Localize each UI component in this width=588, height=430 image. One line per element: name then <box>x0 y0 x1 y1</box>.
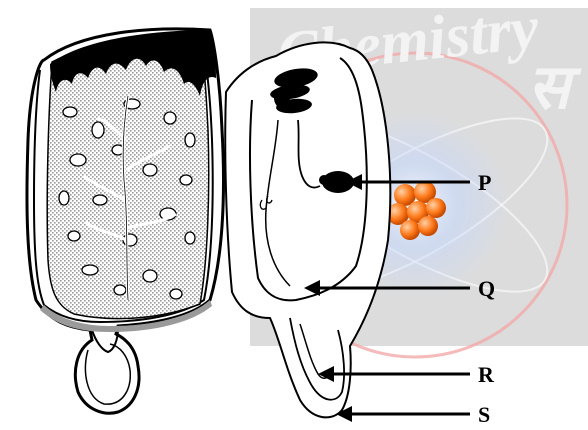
label-s: S <box>478 402 490 427</box>
embryo-outline <box>225 42 390 417</box>
label-r: R <box>478 362 495 387</box>
hilum-loop <box>85 344 130 404</box>
label-p: P <box>478 170 491 195</box>
label-q: Q <box>478 276 495 301</box>
arrow-s <box>336 406 470 422</box>
node-p-bud <box>319 175 329 185</box>
embryo <box>225 42 390 417</box>
seed-section <box>27 29 224 413</box>
